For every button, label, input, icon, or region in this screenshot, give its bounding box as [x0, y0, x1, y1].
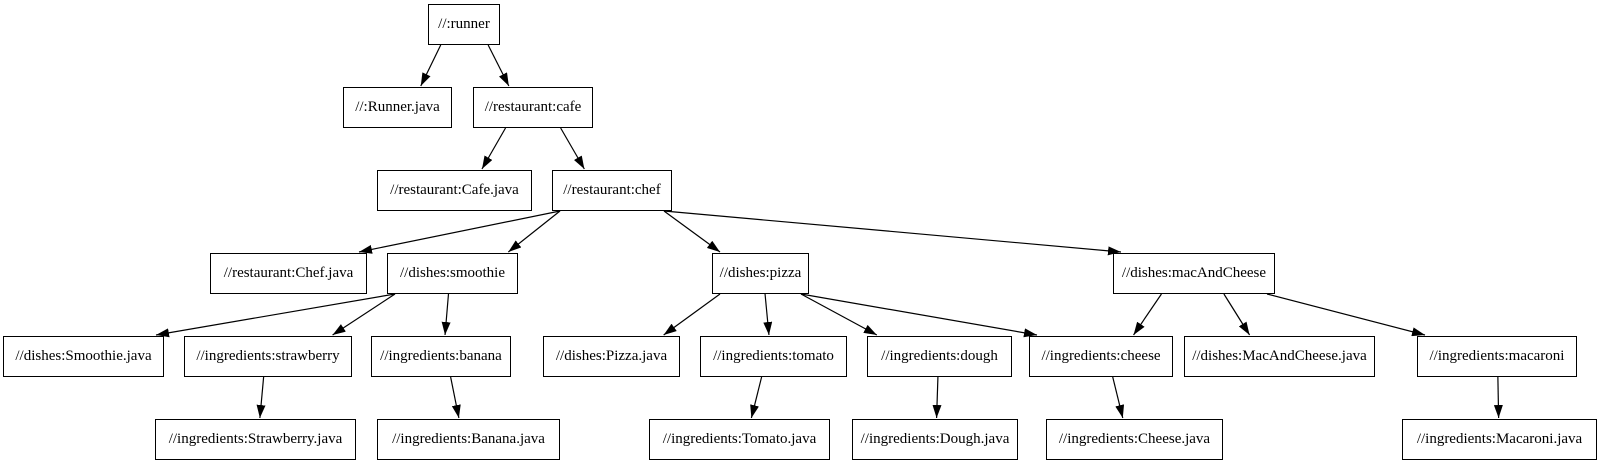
graph-edge-pizza-to-dough: [800, 293, 878, 336]
graph-node-pizza-java: //dishes:Pizza.java: [543, 336, 680, 377]
graph-node-banana: //ingredients:banana: [371, 336, 511, 377]
graph-node-dough-java: //ingredients:Dough.java: [852, 419, 1018, 460]
graph-node-banana-java: //ingredients:Banana.java: [377, 419, 560, 460]
graph-node-dough: //ingredients:dough: [867, 336, 1012, 377]
graph-edge-mac-and-cheese-to-cheese: [1133, 293, 1162, 336]
graph-edge-pizza-to-tomato: [763, 293, 773, 336]
graph-node-smoothie-java: //dishes:Smoothie.java: [3, 336, 164, 377]
graph-node-mac-and-cheese: //dishes:macAndCheese: [1113, 253, 1275, 294]
graph-node-tomato-java: //ingredients:Tomato.java: [649, 419, 830, 460]
graph-edge-banana-to-banana-java: [450, 376, 461, 419]
graph-edge-mac-and-cheese-to-macaroni: [1266, 293, 1426, 337]
graph-node-strawberry-java: //ingredients:Strawberry.java: [155, 419, 356, 460]
graph-edge-cafe-to-cafe-java: [481, 127, 507, 170]
graph-edge-smoothie-to-smoothie-java: [155, 293, 396, 338]
graph-node-runner: //:runner: [428, 4, 500, 45]
graph-node-cafe: //restaurant:cafe: [473, 87, 593, 128]
graph-node-cheese: //ingredients:cheese: [1029, 336, 1173, 377]
graph-edge-macaroni-to-macaroni-java: [1493, 376, 1503, 419]
graph-edge-dough-to-dough-java: [932, 376, 942, 419]
graph-edge-runner-to-runner-java: [420, 44, 442, 87]
graph-edge-chef-to-pizza: [663, 210, 721, 253]
graph-node-runner-java: //:Runner.java: [343, 87, 452, 128]
graph-node-smoothie: //dishes:smoothie: [387, 253, 518, 294]
graph-node-chef-java: //restaurant:Chef.java: [210, 253, 367, 294]
graph-node-chef: //restaurant:chef: [552, 170, 672, 211]
graph-edge-pizza-to-cheese: [800, 293, 1038, 338]
graph-edge-tomato-to-tomato-java: [750, 376, 763, 419]
graph-edge-pizza-to-pizza-java: [663, 293, 721, 336]
graph-edge-chef-to-smoothie: [507, 210, 561, 253]
graph-edge-cheese-to-cheese-java: [1112, 376, 1125, 419]
graph-node-tomato: //ingredients:tomato: [700, 336, 847, 377]
graph-node-cafe-java: //restaurant:Cafe.java: [377, 170, 532, 211]
graph-edge-chef-to-mac-and-cheese: [663, 210, 1122, 256]
graph-node-macaroni-java: //ingredients:Macaroni.java: [1402, 419, 1597, 460]
graph-edge-runner-to-cafe: [487, 44, 510, 87]
graph-edge-cafe-to-chef: [560, 127, 585, 170]
graph-node-macaroni: //ingredients:macaroni: [1417, 336, 1577, 377]
graph-node-cheese-java: //ingredients:Cheese.java: [1046, 419, 1223, 460]
graph-edge-strawberry-to-strawberry-java: [256, 376, 266, 419]
graph-node-strawberry: //ingredients:strawberry: [184, 336, 352, 377]
graph-edge-smoothie-to-banana: [441, 293, 451, 336]
graph-node-mac-and-cheese-java: //dishes:MacAndCheese.java: [1184, 336, 1375, 377]
graph-edge-mac-and-cheese-to-mac-and-cheese-java: [1223, 293, 1251, 336]
graph-edge-smoothie-to-strawberry: [332, 293, 396, 336]
graph-edge-chef-to-chef-java: [358, 210, 561, 254]
graph-node-pizza: //dishes:pizza: [712, 253, 809, 294]
